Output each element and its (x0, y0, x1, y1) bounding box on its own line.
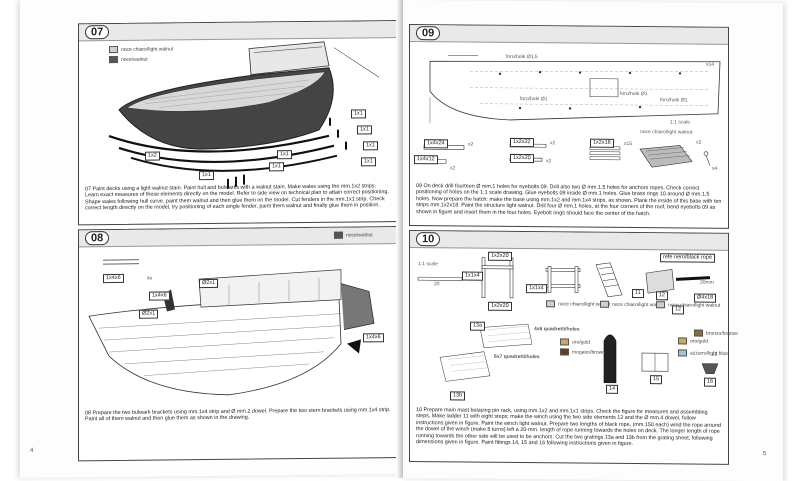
part-number: 13b (450, 391, 465, 400)
left-page: 07 noce chiaro/light walnut noce/walnut (20, 0, 405, 478)
part-label: 1x1 (269, 162, 284, 171)
step-10-legend-5: oro/gold (678, 337, 708, 344)
part-number: 11 (632, 289, 644, 298)
part-number: 12 (656, 291, 668, 300)
step-10-number: 10 (416, 232, 440, 246)
part-label: Ø2x1 (199, 279, 218, 288)
part-label: 1x1x4 (462, 272, 483, 281)
step-08-number: 08 (85, 231, 109, 245)
part-label: Ø2x1 (139, 310, 158, 319)
part-label: 1x2 (145, 152, 160, 161)
hole-label: foro/hole Ø1 (520, 96, 548, 102)
quantity-label: x2 (696, 140, 701, 146)
step-08-hull-side-drawing (79, 243, 397, 416)
part-label: 1x2x20 (488, 302, 512, 311)
quantity-label: x2 (468, 142, 473, 148)
quantity-label: x14 (706, 62, 714, 68)
step-09-number: 09 (416, 26, 440, 40)
rope-tag: refe nero/black rope (660, 253, 715, 262)
step-10-fittings-drawing (410, 247, 728, 400)
part-number: 15 (650, 375, 662, 384)
part-label: 1x4x6 (363, 333, 384, 342)
part-label: 1x2x22 (510, 138, 534, 147)
step-09-panel: 09 foro/hole Ø1,5 foro/hole (409, 24, 729, 229)
dimension-label: 20 (434, 281, 440, 287)
part-label: 1x2x20 (510, 154, 534, 163)
grating-label: 4x6 quadretti/holes (534, 326, 580, 332)
step-10-legend-8: bronzo/bronze (694, 330, 738, 337)
part-label: 1x4x12 (414, 155, 438, 164)
hole-label: foro/hole Ø1 (620, 91, 648, 97)
step-08-instructions: 08 Prepare the two bulwark brackets usin… (85, 407, 391, 423)
part-label: 1x1 (199, 171, 214, 180)
part-label: 1x1 (351, 109, 366, 118)
hole-label: foro/hole Ø1,5 (506, 54, 538, 60)
part-label: 1x1 (277, 150, 292, 159)
quantity-label: x2 (550, 140, 555, 146)
step-08-legend: noce/walnut (334, 231, 373, 238)
hole-label: foro/hole Ø1 (660, 97, 688, 103)
part-label: 1x4x24 (424, 139, 448, 148)
step-07-number: 07 (85, 25, 109, 39)
swatch-walnut (334, 232, 343, 239)
step-10-legend-2: noce chiaro/light walnut (600, 301, 664, 309)
scale-label: 1:1 scale (670, 119, 690, 125)
quantity-label: x2 (546, 158, 551, 164)
part-number: 16 (704, 378, 716, 387)
step-10-instructions: 10 Prepare main mast belaying pin rack, … (416, 407, 722, 448)
step-10-panel: 10 1:1 scale (409, 230, 729, 465)
quantity-label: x4 (712, 166, 717, 172)
step-10-legend-4: oro/gold (560, 338, 590, 345)
part-label: 1x1 (357, 125, 372, 134)
part-label: 1x4x6 (149, 291, 170, 300)
step-09-hatch-parts (410, 135, 728, 188)
part-number: 14 (606, 385, 618, 394)
step-07-instructions: 07 Paint decks using a light walnut stai… (85, 183, 391, 212)
part-number: 13a (470, 322, 485, 331)
quantity-label: x15 (624, 141, 632, 147)
right-page: 09 foro/hole Ø1,5 foro/hole (403, 0, 783, 481)
part-label: 1x4x6 (103, 274, 124, 283)
right-page-number: 5 (763, 451, 766, 457)
legend-label: noce chiaro/light walnut (640, 129, 692, 135)
step-09-instructions: 09 On deck drill fourteen Ø mm.1 holes f… (416, 183, 722, 218)
step-10-legend-7: azzurro/light blue (678, 349, 728, 356)
quantity-label: 4x (147, 276, 152, 282)
dimension-label: 20mm (700, 280, 714, 286)
part-label: 1x1 (363, 141, 378, 150)
part-label: 1x2x20 (488, 252, 512, 261)
step-07-hull-drawing (79, 37, 397, 200)
step-08-panel: 08 noce/walnut (78, 226, 398, 461)
step-07-panel: 07 noce chiaro/light walnut noce/walnut (78, 20, 398, 225)
step-10-legend-3: noce chiaro/light walnut (656, 301, 720, 309)
left-page-number: 4 (30, 448, 33, 454)
grating-label: 6x7 quadretti/holes (494, 354, 540, 360)
part-label: 1x1x4 (526, 284, 547, 293)
quantity-label: x2 (450, 165, 455, 171)
step-10-legend-6: mogano/brown (560, 348, 605, 355)
part-label: 1x1 (361, 157, 376, 166)
part-label: 1x2x18 (590, 139, 614, 148)
